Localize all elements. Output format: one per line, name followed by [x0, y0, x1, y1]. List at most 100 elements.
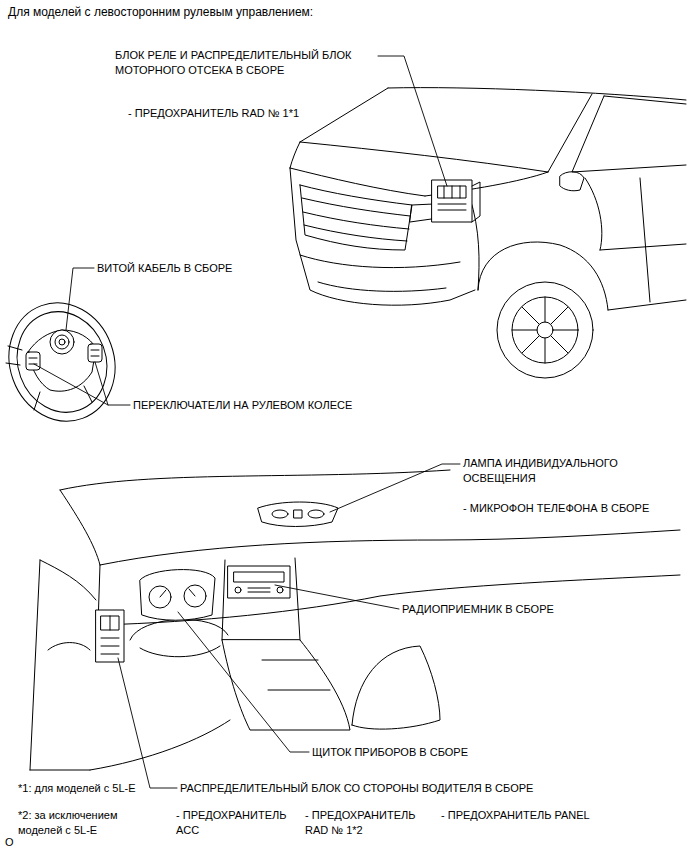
vehicle-body [290, 168, 425, 196]
steering-wheel [34, 386, 92, 410]
vehicle-body [585, 178, 602, 250]
part-label: РАДИОПРИЕМНИК В СБОРЕ [402, 602, 554, 617]
vehicle-body [604, 96, 686, 104]
fuse-label: - ПРЕДОХРАНИТЕЛЬ PANEL [441, 808, 590, 823]
combination-meter [140, 570, 215, 621]
vehicle-interior [262, 660, 330, 690]
leader-line [95, 362, 108, 405]
vehicle-interior [222, 640, 350, 730]
vehicle-body [608, 300, 686, 310]
driver-junction-block [101, 616, 119, 654]
steering-wheel [0, 288, 131, 436]
vehicle-body [302, 198, 410, 216]
vehicle-body [300, 185, 412, 250]
engine-relay-block [432, 180, 472, 222]
leader-line [378, 56, 447, 186]
combination-meter [140, 570, 215, 621]
wheel [512, 297, 578, 363]
leader-line [34, 56, 460, 788]
leader-line [118, 658, 177, 788]
part-label: - МИКРОФОН ТЕЛЕФОНА В СБОРЕ [463, 501, 649, 516]
fuse-label: - ПРЕДОХРАНИТЕЛЬ RAD № 1*1 [128, 106, 299, 121]
leader-line [66, 268, 94, 330]
part-label: БЛОК РЕЛЕ И РАСПРЕДЕЛИТЕЛЬНЫЙ БЛОК МОТОР… [115, 48, 380, 78]
radio-receiver [248, 588, 270, 592]
leader-line [275, 585, 399, 609]
vehicle-interior [60, 490, 100, 565]
wheel [497, 282, 593, 378]
steering-switch [88, 344, 102, 362]
vehicle-interior [222, 560, 225, 640]
wheel [537, 322, 553, 338]
part-label: ЩИТОК ПРИБОРОВ В СБОРЕ [312, 745, 468, 760]
vehicle-body [290, 142, 300, 168]
vehicle-body [290, 168, 475, 305]
part-label: ЛАМПА ИНДИВИДУАЛЬНОГО ОСВЕЩЕНИЯ [463, 456, 633, 486]
heading: Для моделей с левосторонним рулевым упра… [8, 5, 313, 20]
combination-meter [160, 589, 195, 597]
vehicle-body [600, 244, 686, 250]
vehicle-interior [30, 470, 680, 770]
spiral-cable [50, 330, 74, 354]
radio-receiver [228, 566, 290, 598]
footnote: *1: для моделей с 5L-E [18, 781, 136, 796]
vehicle-body [572, 96, 686, 172]
steering-wheel [6, 346, 22, 365]
vehicle-body [304, 225, 407, 241]
engine-relay-block [438, 186, 466, 210]
vehicle-interior [60, 470, 450, 490]
steering-wheel [0, 288, 131, 436]
vehicle-interior [100, 530, 680, 565]
steering-switch [29, 350, 99, 364]
radio-receiver [235, 587, 241, 593]
steering-switch [26, 352, 40, 370]
wheel [512, 297, 578, 363]
vehicle-interior [40, 560, 96, 600]
radio-receiver [277, 587, 283, 593]
steering-wheel [3, 299, 121, 425]
vehicle-body [640, 178, 650, 302]
part-label: ПЕРЕКЛЮЧАТЕЛИ НА РУЛЕВОМ КОЛЕСЕ [133, 398, 352, 413]
vehicle-interior [352, 646, 440, 729]
engine-relay-block [472, 182, 480, 222]
personal-light [308, 510, 324, 518]
vehicle-interior [295, 558, 300, 640]
vehicle-interior [90, 720, 230, 770]
vehicle-body [560, 172, 584, 191]
personal-light [272, 510, 288, 518]
radio-receiver [234, 572, 284, 582]
vehicle-body [290, 88, 686, 310]
vehicle-interior [140, 646, 220, 657]
vehicle-body [300, 255, 460, 268]
personal-light [258, 502, 338, 527]
vehicle-interior [130, 619, 228, 640]
vehicle-interior [30, 770, 90, 771]
figure-mark: O [5, 835, 14, 850]
vehicle-body [300, 142, 548, 172]
wheel [522, 307, 568, 353]
fuse-label: - ПРЕДОХРАНИТЕЛЬ ACC [176, 808, 301, 838]
part-label: РАСПРЕДЕЛИТЕЛЬНЫЙ БЛОК СО СТОРОНЫ ВОДИТЕ… [180, 781, 533, 796]
radio-receiver [228, 566, 290, 598]
footnote: *2: за исключением моделей с 5L-E [18, 808, 130, 838]
spiral-cable [55, 335, 69, 349]
fuse-label: - ПРЕДОХРАНИТЕЛЬ RAD № 1*2 [305, 808, 430, 838]
driver-junction-block [96, 610, 124, 662]
vehicle-body [548, 94, 592, 172]
personal-light [294, 510, 302, 518]
engine-relay-block [432, 180, 480, 222]
leader-line [178, 612, 309, 752]
vehicle-interior [48, 643, 90, 651]
vehicle-interior [30, 560, 40, 770]
part-label: ВИТОЙ КАБЕЛЬ В СБОРЕ [97, 261, 232, 276]
leader-line [34, 364, 130, 405]
vehicle-body [318, 282, 446, 291]
spiral-cable [50, 330, 74, 354]
vehicle-body [303, 212, 409, 229]
personal-light [258, 502, 338, 527]
spiral-cable [59, 339, 65, 345]
driver-junction-block [96, 610, 124, 662]
vehicle-body [300, 88, 388, 142]
